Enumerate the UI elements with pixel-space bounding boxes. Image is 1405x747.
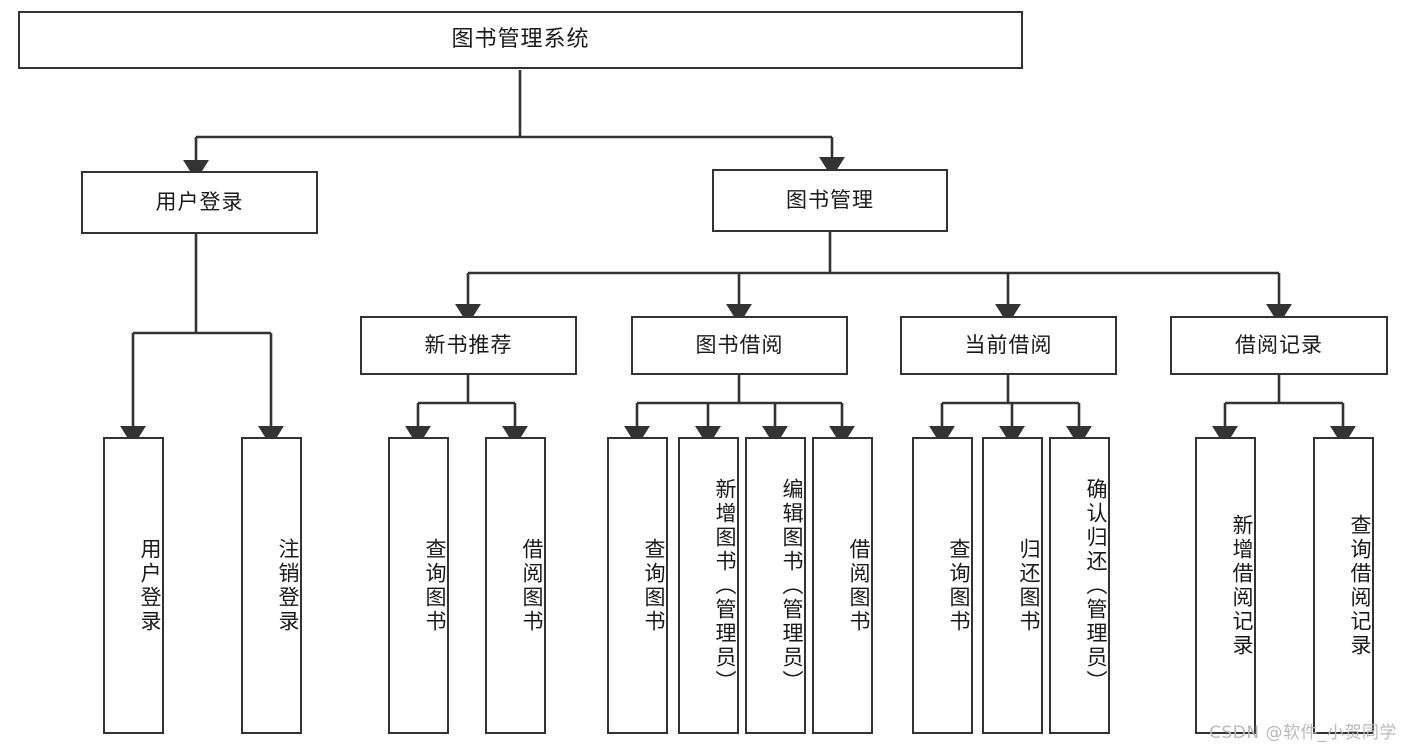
leaf-add-borrow-record[interactable]: 新增借阅记录 — [1195, 437, 1256, 734]
leaf-add-book-admin-label: 新增图书（管理员） — [713, 477, 737, 694]
leaf-borrow-book[interactable]: 借阅图书 — [812, 437, 873, 734]
leaf-query-borrow-record[interactable]: 查询借阅记录 — [1313, 437, 1374, 734]
node-root[interactable]: 图书管理系统 — [18, 11, 1023, 69]
node-user-login-label: 用户登录 — [155, 190, 244, 215]
leaf-return-book[interactable]: 归还图书 — [982, 437, 1043, 734]
leaf-query-book-borrow[interactable]: 查询图书 — [607, 437, 668, 734]
leaf-borrow-book-newbook[interactable]: 借阅图书 — [485, 437, 546, 734]
leaf-query-book-newbook[interactable]: 查询图书 — [388, 437, 449, 734]
node-new-book-recommend-label: 新书推荐 — [424, 333, 513, 358]
leaf-query-book-current[interactable]: 查询图书 — [912, 437, 973, 734]
leaf-query-book-newbook-label: 查询图书 — [423, 537, 447, 634]
node-borrow-record[interactable]: 借阅记录 — [1170, 316, 1388, 375]
csdn-watermark: CSDN @软件_小贺同学 — [1209, 723, 1397, 743]
leaf-return-book-label: 归还图书 — [1017, 537, 1041, 634]
leaf-add-borrow-record-label: 新增借阅记录 — [1230, 513, 1254, 658]
node-book-borrow[interactable]: 图书借阅 — [631, 316, 848, 375]
node-new-book-recommend[interactable]: 新书推荐 — [360, 316, 577, 375]
leaf-query-borrow-record-label: 查询借阅记录 — [1348, 513, 1372, 658]
leaf-borrow-book-newbook-label: 借阅图书 — [520, 537, 544, 634]
leaf-logout[interactable]: 注销登录 — [241, 437, 302, 734]
leaf-query-book-current-label: 查询图书 — [947, 537, 971, 634]
leaf-user-login-label: 用户登录 — [138, 537, 162, 634]
leaf-add-book-admin[interactable]: 新增图书（管理员） — [678, 437, 739, 734]
node-current-borrow-label: 当前借阅 — [964, 333, 1053, 358]
node-book-management[interactable]: 图书管理 — [712, 169, 948, 232]
leaf-edit-book-admin-label: 编辑图书（管理员） — [780, 477, 804, 694]
leaf-confirm-return-admin[interactable]: 确认归还（管理员） — [1049, 437, 1110, 734]
leaf-query-book-borrow-label: 查询图书 — [642, 537, 666, 634]
node-borrow-record-label: 借阅记录 — [1235, 333, 1323, 358]
node-current-borrow[interactable]: 当前借阅 — [900, 316, 1117, 375]
leaf-logout-label: 注销登录 — [276, 537, 300, 634]
node-user-login[interactable]: 用户登录 — [81, 171, 318, 234]
leaf-edit-book-admin[interactable]: 编辑图书（管理员） — [745, 437, 806, 734]
leaf-user-login[interactable]: 用户登录 — [103, 437, 164, 734]
node-book-management-label: 图书管理 — [786, 188, 874, 213]
node-book-borrow-label: 图书借阅 — [695, 333, 784, 358]
leaf-borrow-book-label: 借阅图书 — [847, 537, 871, 634]
leaf-confirm-return-admin-label: 确认归还（管理员） — [1084, 477, 1108, 694]
node-root-label: 图书管理系统 — [451, 27, 590, 53]
